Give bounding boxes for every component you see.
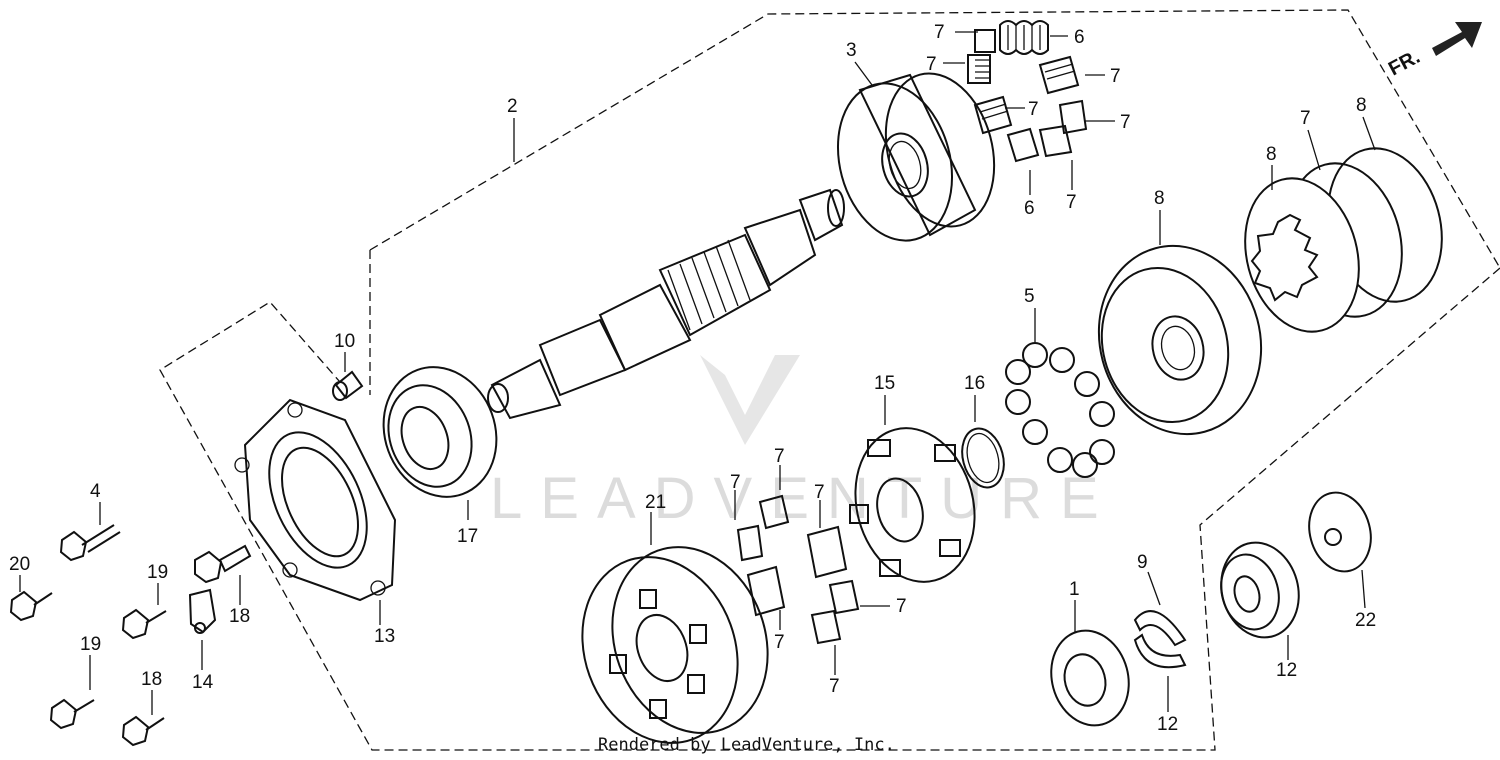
callout-2: 2 [507,96,518,117]
callout-7-bottom: 7 [1066,192,1077,213]
main-bearing [382,366,498,498]
callout-7-right: 7 [1110,66,1121,87]
dowel-pin [332,370,364,401]
callout-8-mid: 7 [1300,108,1311,129]
callout-1: 13 [374,626,395,647]
callout-7-center: 7 [1028,99,1039,120]
callout-12-bottom: 12 [1157,714,1178,735]
main-shaft [487,188,845,420]
front-direction-arrow: FR. [1385,22,1482,80]
steel-balls [1005,342,1115,478]
clutch-drum [836,72,996,242]
bearing-holder-plate [234,398,397,602]
callout-7-lower-bottom-left: 7 [774,632,785,653]
leader-lines [19,31,1376,715]
callout-18-bottom: 18 [141,669,162,690]
countershaft-bearing [1220,541,1300,639]
callout-20: 4 [90,481,101,502]
callout-6-top: 6 [1074,27,1085,48]
callout-7-lower-top: 7 [774,446,785,467]
primary-driven-gear [581,546,769,744]
fasteners [9,524,252,747]
callout-19-bottom: 19 [80,634,101,655]
callout-4: 21 [645,492,666,513]
callout-18-top: 19 [147,562,168,583]
callout-21: 17 [457,526,478,547]
watermark-text: LEADVENTURE [490,466,1117,531]
callout-15: 16 [964,373,985,394]
assembly-outline [159,9,1500,751]
callout-8-back: 8 [1356,95,1367,116]
callout-7-top-left: 7 [934,22,945,43]
callout-22: 12 [1276,660,1297,681]
callout-14: 18 [229,606,250,627]
credit-text: Rendered by LeadVenture, Inc. [598,735,895,755]
callout-19-top: 20 [9,554,30,575]
callout-8-front: 8 [1266,144,1277,165]
split-collar [1133,610,1187,669]
clutch-outer-hub [1097,244,1263,436]
callout-7-lower-mid: 7 [814,482,825,503]
callout-10: 15 [874,373,895,394]
circlip [961,427,1005,489]
callout-7-mid-left: 7 [926,54,937,75]
spring-cluster-lower [736,494,860,645]
callout-17: 10 [334,331,355,352]
callout-11: 22 [1355,610,1376,631]
callout-labels: 2 3 6 6 7 7 7 7 7 7 7 7 7 7 7 7 7 8 8 8 … [9,22,1376,735]
callout-13: 14 [192,672,214,693]
callout-16: 5 [1024,286,1035,307]
callout-7-lower-right: 7 [896,596,907,617]
front-direction-label: FR. [1385,46,1424,81]
callout-7-lower-bottom: 7 [829,676,840,697]
watermark: LEADVENTURE [490,355,1117,531]
clutch-plates [1244,147,1443,333]
callout-5: 8 [1154,188,1165,209]
end-cap [1308,491,1372,573]
callout-3: 3 [846,40,857,61]
callout-7-lower-left: 7 [730,472,741,493]
callout-12-top: 9 [1137,552,1148,573]
damper-hub [849,427,976,583]
callout-6-bottom: 6 [1024,198,1035,219]
callout-7-far-right: 7 [1120,112,1131,133]
callout-9: 1 [1069,579,1080,600]
spring-cluster-upper [967,20,1088,163]
thrust-washer [1050,629,1130,727]
